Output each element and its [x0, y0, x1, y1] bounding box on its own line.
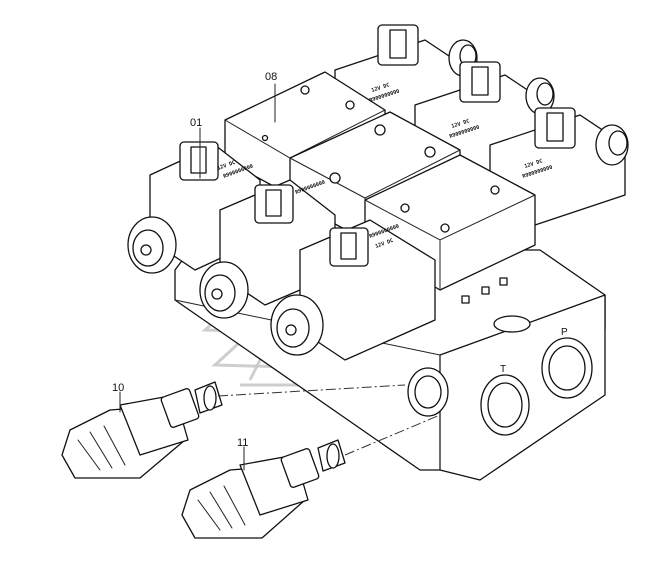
cartridge-valve-11	[181, 439, 346, 539]
coil-voltage-3: 12V DC	[524, 158, 544, 170]
port-t: T	[480, 364, 530, 436]
front-solenoid-3: R900000000 12V DC	[270, 219, 436, 361]
coil-voltage-2: 12V DC	[451, 118, 471, 130]
port-p-label: P	[561, 327, 568, 338]
assembly-line-10	[217, 384, 406, 397]
cartridge-valve-10	[61, 381, 223, 479]
side-port	[407, 367, 449, 417]
port-t-label: T	[500, 364, 506, 375]
callout-08: 08	[265, 71, 277, 83]
mounting-hole	[493, 315, 531, 333]
indicator-marks	[461, 277, 508, 304]
assembly-line-11	[344, 414, 441, 456]
port-p: P	[541, 327, 593, 399]
callout-11: 11	[237, 437, 248, 449]
callout-10: 10	[112, 382, 124, 394]
coil-voltage-1: 12V DC	[371, 82, 391, 94]
callout-01: 01	[190, 117, 202, 129]
